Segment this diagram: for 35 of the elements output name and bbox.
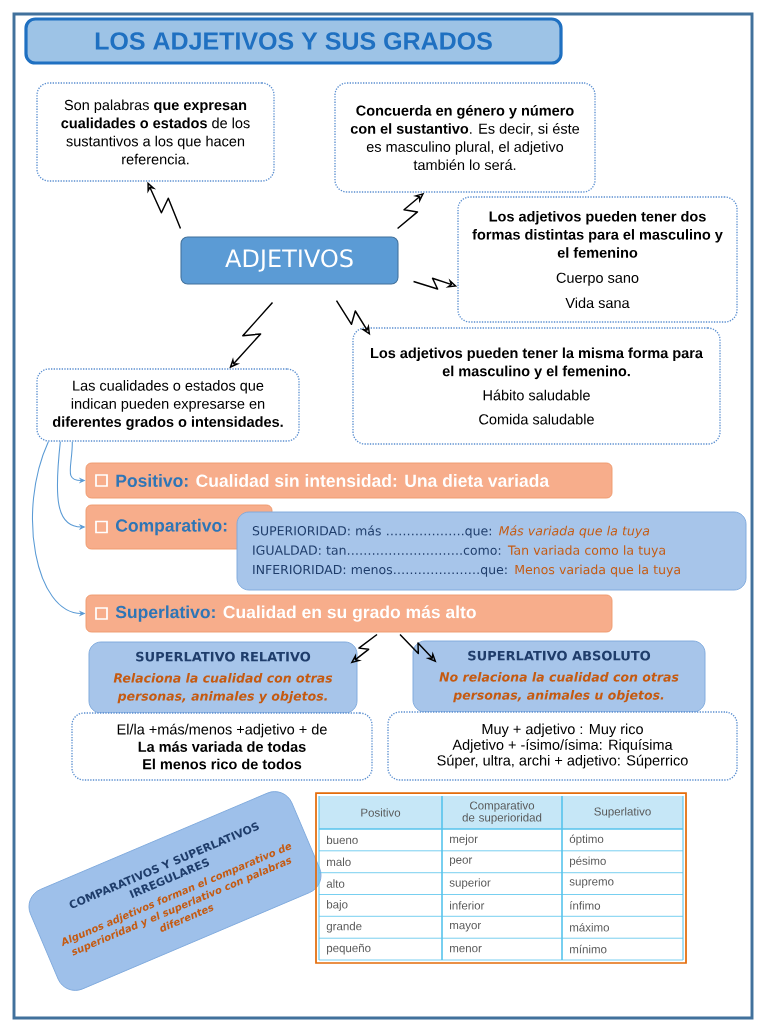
note-box: Son palabras que expresan cualidades o estados de los sustantivos a los que hacen referencia.	[36, 82, 275, 182]
table-cell: bueno	[327, 835, 358, 845]
table-cell: pequeño	[327, 943, 371, 955]
table-cell: inferior	[450, 901, 485, 910]
table-header-cell: Superlativo	[562, 796, 683, 829]
table-header-cell: Comparativo de superioridad	[442, 796, 562, 829]
grade-banner: Superlativo: Cualidad en su grado más alto	[85, 594, 613, 633]
table-cell: bajo	[327, 900, 348, 911]
example-box: El/la +más/menos +adjetivo + de La más variada de todas El menos rico de todos	[71, 712, 373, 781]
type-card: SUPERLATIVO ABSOLUTO No relaciona la cualidad con otras personas, animales u objetos.	[412, 640, 706, 713]
note-box: Concuerda en género y número con el sustantivo. Es decir, si éste es masculino plural, el adjetivo también lo será.	[334, 82, 596, 193]
table-cell: ínfimo	[570, 901, 601, 910]
table-cell: malo	[327, 857, 351, 866]
table-cell: pésimo	[570, 856, 606, 868]
table-cell: mejor	[450, 834, 478, 846]
note-box: Los adjetivos pueden tener dos formas distintas para el masculino y el femenino Cuerpo sano Vida sana	[457, 196, 738, 323]
table-cell: menor	[450, 945, 482, 953]
example-box: Muy + adjetivo : Muy rico Adjetivo + -ísimo/ísima: Riquísima Súper, ultra, archi + adjetivo: Súperrico	[387, 711, 738, 781]
table-cell: alto	[326, 879, 345, 888]
concept-box: ADJETIVOS	[180, 236, 399, 285]
table-cell: máximo	[570, 922, 610, 932]
table-cell: mínimo	[570, 944, 607, 954]
comparison-box: SUPERIORIDAD: más ……………….que: Más variada que la tuya IGUALDAD: tan……………………….como: Tan variada como la tuya INFERIORIDAD: menos…………………que: Menos variada que la tuya	[236, 511, 747, 591]
table-cell: mayor	[450, 922, 481, 932]
note-box: Los adjetivos pueden tener la misma forma para el masculino y el femenino. Hábito saludable Comida saludable	[352, 327, 721, 445]
note-box: Las cualidades o estados que indican pueden expresarse en diferentes grados o intensidades.	[36, 368, 300, 442]
title-banner: LOS ADJETIVOS Y SUS GRADOS	[24, 17, 563, 65]
type-card: SUPERLATIVO RELATIVO Relaciona la cualidad con otras personas, animales y objetos.	[88, 641, 358, 714]
table-header-cell: Positivo	[319, 796, 442, 829]
table-cell: peor	[450, 857, 473, 867]
table-cell: supremo	[569, 879, 614, 888]
table-cell: grande	[326, 921, 362, 933]
table-cell: óptimo	[569, 834, 604, 846]
grade-banner: Positivo: Cualidad sin intensidad: Una dieta variada	[85, 462, 613, 499]
table-cell: superior	[449, 878, 491, 889]
